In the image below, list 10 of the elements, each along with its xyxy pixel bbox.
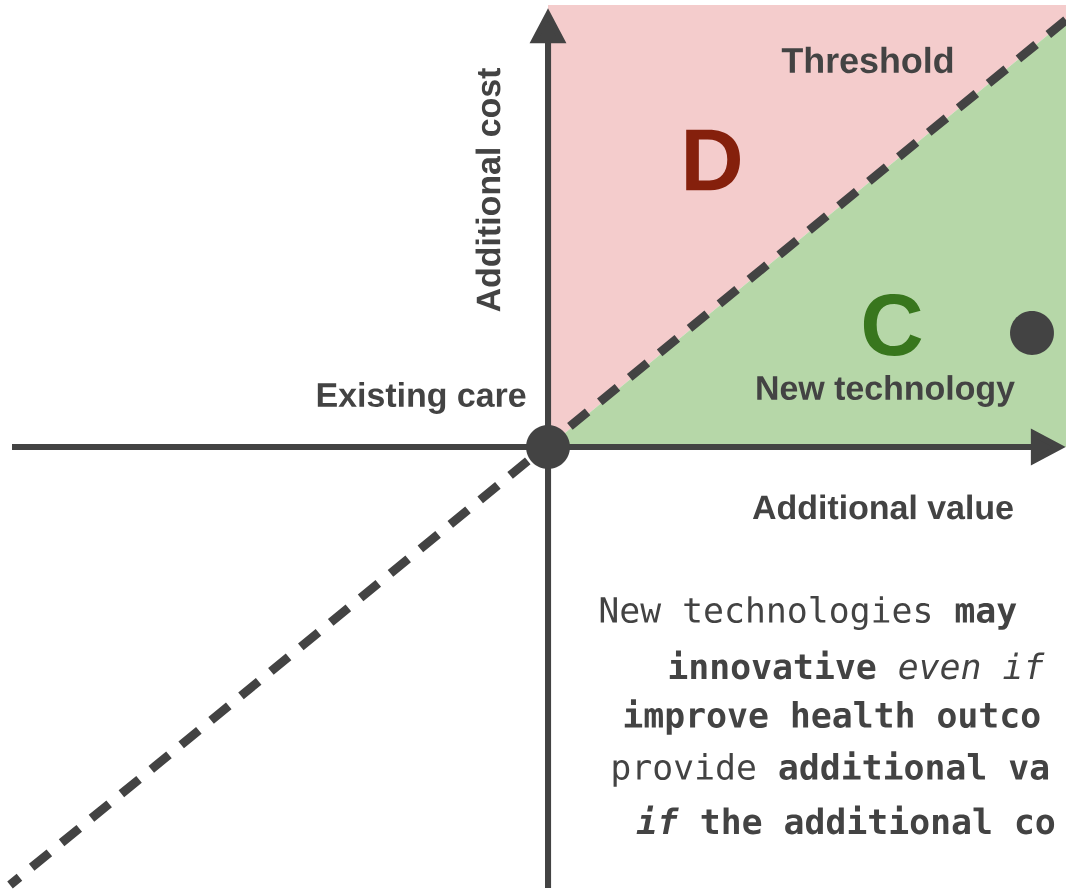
point-label: Existing care <box>317 382 526 414</box>
note-text: improve health outco <box>624 699 1040 735</box>
note-text: New technologies may <box>600 595 1017 631</box>
line-label: Threshold <box>781 46 953 74</box>
note-text: innovative even if <box>669 650 1045 680</box>
axis-label: Additional value <box>752 494 1013 520</box>
note-text: provide additional va <box>613 751 1048 787</box>
axis-label: Additional cost <box>475 67 501 312</box>
point-label: New technology <box>757 375 1015 407</box>
note-text: if the additional co <box>636 805 1055 835</box>
